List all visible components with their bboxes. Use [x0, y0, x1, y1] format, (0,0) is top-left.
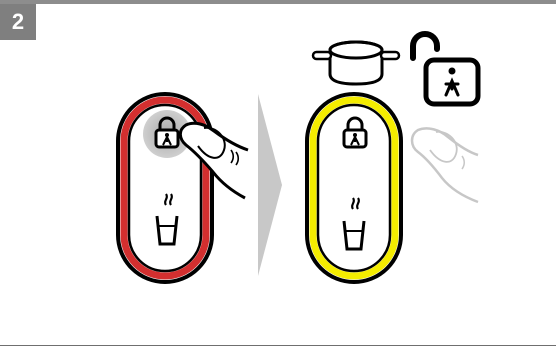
pot-icon	[313, 42, 399, 84]
after-panel	[307, 34, 478, 282]
before-panel	[118, 94, 248, 282]
footer-line	[0, 345, 556, 346]
released-finger	[412, 128, 478, 202]
child-unlock-icon	[413, 34, 478, 104]
transition-arrow	[258, 94, 282, 276]
